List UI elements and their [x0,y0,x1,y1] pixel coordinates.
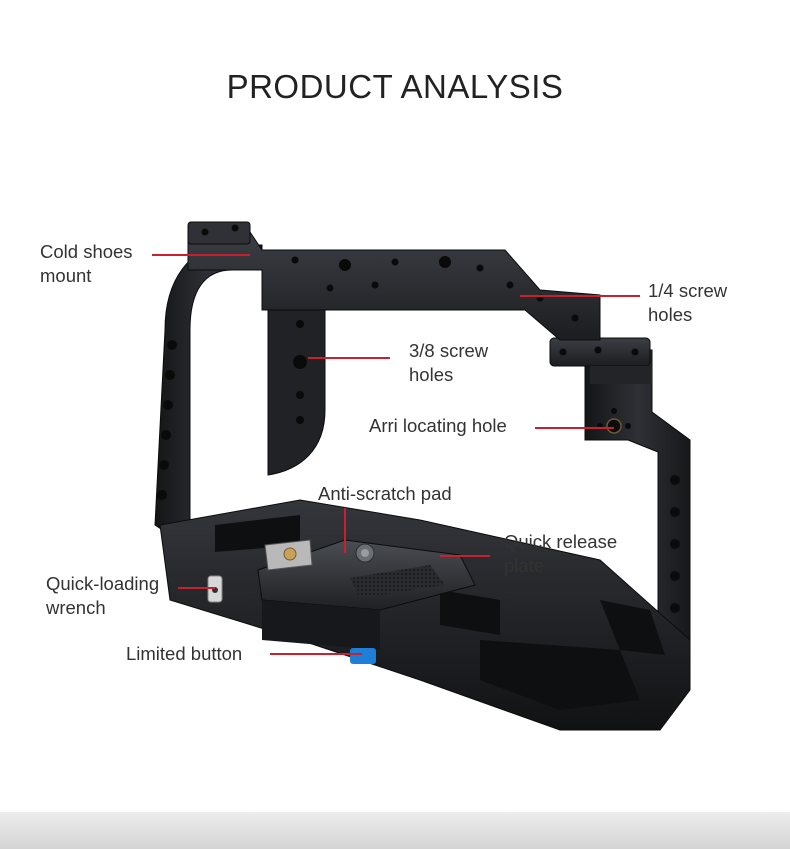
left-frame [154,244,263,536]
label-quick-loading-wrench: Quick-loading wrench [46,573,160,618]
label-cold-shoes-mount: Cold shoes mount [40,241,133,286]
limited-button-part [350,648,376,664]
footer-shadow-bar [0,812,790,849]
leader-lines [152,254,640,655]
top-plate [187,221,601,341]
page-title: PRODUCT ANALYSIS [226,68,564,105]
label-quick-release-plate: Quick release plate [504,531,618,576]
right-upright [549,337,691,651]
label-anti-scratch-pad: Anti-scratch pad [318,483,452,504]
label-quarter-screw-holes: 1/4 screw holes [648,280,728,325]
label-limited-button: Limited button [126,643,243,664]
label-arri-locating-hole: Arri locating hole [369,415,507,436]
quick-release-plate [257,539,476,650]
label-three-eight-screw-holes: 3/8 screw holes [409,340,489,385]
